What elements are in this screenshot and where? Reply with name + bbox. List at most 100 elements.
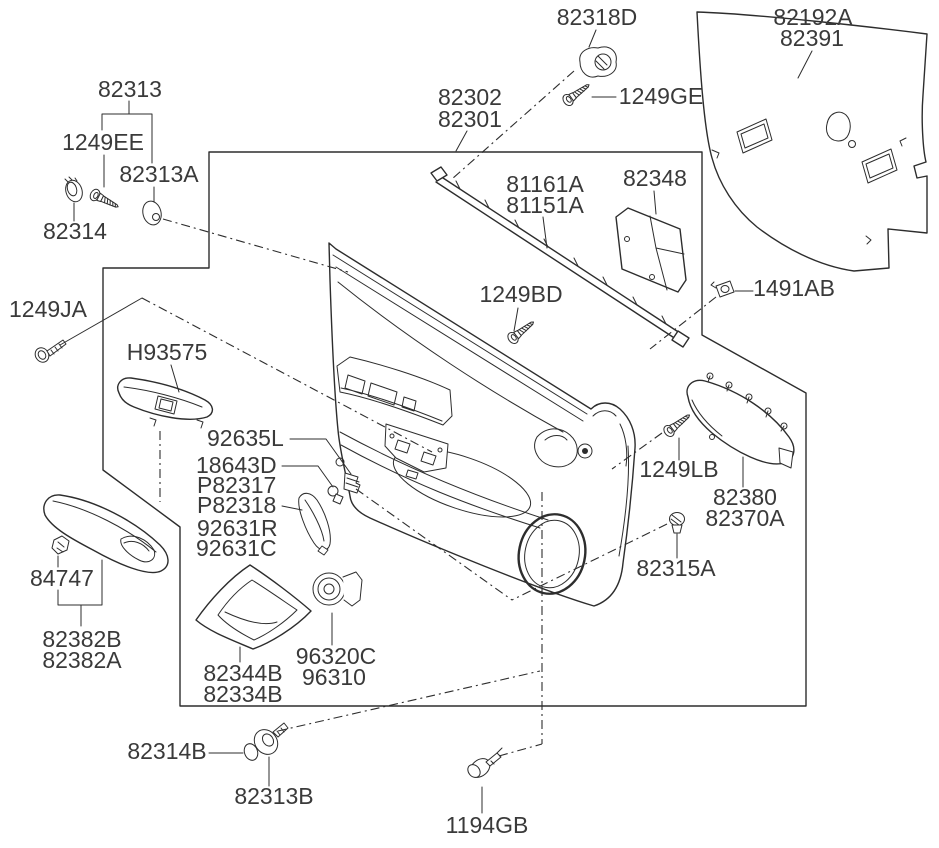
sheet-hole xyxy=(825,111,851,142)
pad-inner-line xyxy=(691,399,723,437)
belt-molding-lines xyxy=(332,254,588,422)
bezel-switch-hole xyxy=(154,395,178,415)
screw-1249ee xyxy=(87,187,122,213)
sheet-clip-marks xyxy=(711,137,907,245)
armrest-pad-82380 xyxy=(686,372,795,469)
pad-outline xyxy=(615,207,687,293)
label-1249ee: 1249EE xyxy=(62,129,144,155)
leader-1249bd xyxy=(513,307,519,332)
map-pocket-opening xyxy=(392,448,532,518)
screw-1249ge xyxy=(560,79,594,108)
leader-18643d xyxy=(281,465,334,488)
leader-92635l xyxy=(289,438,352,475)
clip-detail xyxy=(56,541,65,553)
clip-84747 xyxy=(51,535,70,555)
speaker-ring-inner xyxy=(524,519,580,589)
leader-1249ja xyxy=(59,297,143,346)
leader-82192a xyxy=(797,50,813,79)
dashdot-82313a-to-panel xyxy=(162,218,349,273)
strip-end-left xyxy=(430,166,448,182)
sheet-outline xyxy=(696,11,928,272)
label-96310: 96310 xyxy=(302,664,366,690)
bolt-shaft xyxy=(46,339,67,357)
bracket-hole-1 xyxy=(389,433,395,439)
belt-weatherstrip xyxy=(430,166,690,348)
leader-84747-bracket xyxy=(57,555,103,627)
assembly-frame xyxy=(102,151,807,707)
label-82348: 82348 xyxy=(623,165,687,191)
ring-shape xyxy=(243,743,259,761)
bracket-ring xyxy=(594,53,612,71)
pad-clip-2 xyxy=(725,381,733,389)
label-82318d: 82318D xyxy=(557,4,638,30)
label-82334b: 82334B xyxy=(203,681,282,707)
moisture-barrier-sheet xyxy=(696,11,928,272)
bolt-head xyxy=(34,347,50,363)
speaker-ring-outer xyxy=(517,513,587,595)
label-82382b: 82382B xyxy=(42,626,121,652)
label-1249ge: 1249GE xyxy=(619,83,703,109)
frame-outline xyxy=(102,151,807,707)
handle-bezel-inner xyxy=(217,579,298,641)
clip-nut-wing xyxy=(710,281,717,289)
leader-p82318 xyxy=(281,505,303,511)
label-p82318: P82318 xyxy=(197,492,276,518)
clip-1491ab xyxy=(710,280,735,298)
ring-82314b xyxy=(243,743,259,761)
handle-bezel-outer xyxy=(195,564,312,650)
strip-lines xyxy=(435,175,687,344)
ring-outer xyxy=(65,179,83,203)
leader-82313-bracket xyxy=(101,100,153,164)
leader-82348 xyxy=(653,190,657,215)
label-96320c: 96320C xyxy=(296,643,377,669)
regulator-bracket-details xyxy=(394,439,437,480)
dashdot-1194gb-vertical xyxy=(498,492,543,757)
pad-hole-1 xyxy=(624,236,630,242)
leader-lines-dashdot xyxy=(141,70,717,757)
pull-cup xyxy=(534,428,578,468)
tweeter-bracket xyxy=(342,571,363,607)
leader-lines-solid xyxy=(57,29,813,814)
lamp-lens-92631 xyxy=(298,492,331,556)
dashdot-82313b-to-panel xyxy=(277,670,541,732)
sheet-slot-left xyxy=(736,118,773,154)
bolt-1249ja xyxy=(34,339,67,363)
ring-hatch xyxy=(64,176,78,183)
bracket-82318d xyxy=(579,46,617,78)
label-82301: 82301 xyxy=(438,106,502,132)
label-1249lb: 1249LB xyxy=(639,456,718,482)
tweeter-mid xyxy=(317,577,341,601)
label-92631r: 92631R xyxy=(197,515,278,541)
label-82314b: 82314B xyxy=(127,738,206,764)
handle-screw-hole-center xyxy=(582,448,588,454)
bracket-body xyxy=(579,46,617,78)
tweeter-96320c xyxy=(312,571,363,607)
label-82380: 82380 xyxy=(713,484,777,510)
grommet-ribs xyxy=(670,514,682,526)
leader-h93575 xyxy=(170,364,180,393)
tweeter-dome xyxy=(323,583,335,595)
dashdot-82318d-to-panel xyxy=(451,70,575,180)
panel-insert-seam xyxy=(337,281,564,433)
pad-outline xyxy=(686,379,795,465)
pad-clip-1 xyxy=(706,372,714,380)
label-18643d: 18643D xyxy=(196,452,277,478)
label-1249ja: 1249JA xyxy=(9,296,88,322)
shank xyxy=(485,752,502,767)
tip xyxy=(490,747,503,765)
screw-1249lb xyxy=(661,409,694,439)
label-82370a: 82370A xyxy=(705,505,785,531)
label-1491ab: 1491AB xyxy=(753,275,835,301)
bezel-feet xyxy=(149,417,204,429)
pad-lower-clip xyxy=(709,434,715,440)
lens-tab xyxy=(317,545,329,556)
bezel-top-edge xyxy=(123,386,203,408)
bezel-outline xyxy=(117,377,214,420)
handle-recess-line xyxy=(224,611,278,625)
bulb-base xyxy=(332,493,344,505)
clip-hole xyxy=(152,213,160,221)
grommet-stem xyxy=(671,524,683,534)
grommet-82314 xyxy=(64,176,83,203)
